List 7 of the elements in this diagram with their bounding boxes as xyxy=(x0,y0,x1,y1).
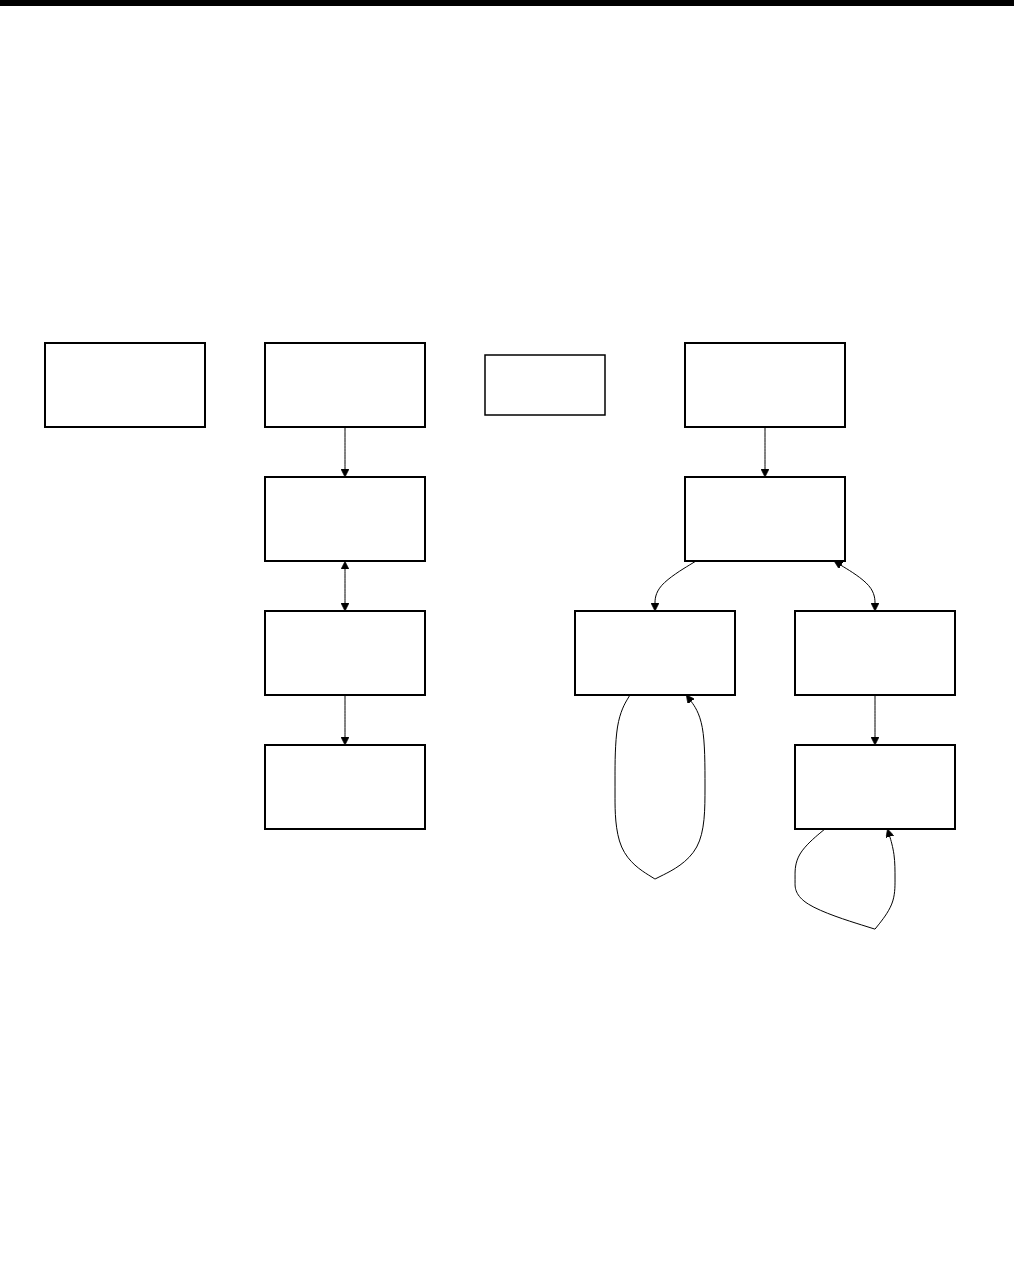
arrow xyxy=(340,560,350,612)
arrow xyxy=(340,426,350,478)
arrow xyxy=(340,694,350,746)
arrow xyxy=(650,560,697,612)
arrow xyxy=(833,560,880,612)
arrow xyxy=(870,694,880,746)
arrow xyxy=(760,426,770,478)
